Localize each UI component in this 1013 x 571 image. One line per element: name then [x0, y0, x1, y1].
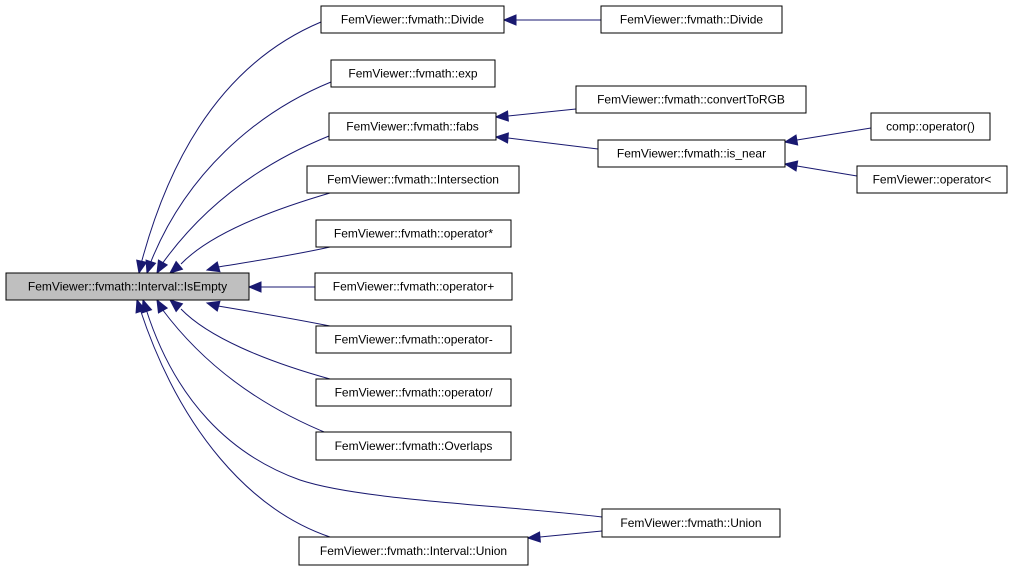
node-label: FemViewer::fvmath::Overlaps [335, 439, 493, 453]
arrowhead [205, 261, 221, 273]
node-label: FemViewer::fvmath::Interval::Union [320, 544, 507, 558]
edge-converttorgb-to-fabs [494, 108, 577, 122]
node-union[interactable]: FemViewer::fvmath::Union [601, 508, 781, 538]
node-isempty[interactable]: FemViewer::fvmath::Interval::IsEmpty [5, 272, 250, 301]
node-exp[interactable]: FemViewer::fvmath::exp [330, 59, 496, 88]
edge-overlaps-to-isempty [156, 298, 330, 435]
arrowhead [156, 298, 169, 314]
node-opdiv[interactable]: FemViewer::fvmath::operator/ [315, 378, 512, 407]
arrowhead [526, 531, 541, 543]
node-isnear[interactable]: FemViewer::fvmath::is_near [597, 139, 786, 168]
arrowhead [494, 110, 509, 122]
arrowhead [205, 300, 221, 312]
arrowhead [141, 298, 153, 314]
edge-opdiv-to-isempty [168, 299, 331, 380]
node-opmul[interactable]: FemViewer::fvmath::operator* [315, 219, 512, 248]
node-label: FemViewer::fvmath::operator+ [333, 280, 495, 294]
edge-opmul-to-isempty [205, 246, 331, 273]
edge-exp-to-isempty [145, 81, 332, 275]
arrowhead [783, 160, 799, 172]
node-label: FemViewer::fvmath::convertToRGB [597, 93, 785, 107]
node-oplt[interactable]: FemViewer::operator< [856, 165, 1008, 194]
edge-fabs-to-isempty [156, 135, 330, 275]
arrowhead [136, 259, 148, 275]
node-overlaps[interactable]: FemViewer::fvmath::Overlaps [315, 431, 512, 461]
edge-oplt-to-isnear [783, 160, 858, 177]
node-label: FemViewer::fvmath::operator- [334, 333, 493, 347]
node-label: FemViewer::fvmath::operator* [334, 227, 494, 241]
arrowhead [783, 134, 799, 146]
node-label: FemViewer::fvmath::Union [620, 516, 761, 530]
arrowhead [135, 298, 147, 314]
edge-opminus-to-isempty [205, 300, 331, 327]
arrowhead [494, 132, 509, 144]
edge-divide2-to-divide1 [502, 14, 601, 26]
node-label: FemViewer::fvmath::Intersection [327, 173, 499, 187]
edge-union-to-intunion [526, 530, 603, 543]
arrowhead [502, 14, 517, 26]
node-divide2[interactable]: FemViewer::fvmath::Divide [600, 5, 783, 34]
edge-opplus-to-isempty [247, 281, 315, 293]
node-label: FemViewer::fvmath::fabs [346, 120, 479, 134]
edge-intersection-to-isempty [168, 192, 331, 274]
node-label: FemViewer::fvmath::Interval::IsEmpty [28, 280, 227, 294]
edge-compop-to-isnear [783, 127, 872, 146]
node-label: FemViewer::fvmath::operator/ [335, 386, 494, 400]
node-intersection[interactable]: FemViewer::fvmath::Intersection [306, 165, 520, 194]
arrowhead [168, 260, 184, 274]
edge-divide1-to-isempty [136, 21, 322, 275]
node-intunion[interactable]: FemViewer::fvmath::Interval::Union [298, 536, 529, 566]
edges [135, 14, 872, 543]
node-opplus[interactable]: FemViewer::fvmath::operator+ [314, 272, 513, 301]
node-label: FemViewer::fvmath::Divide [620, 13, 763, 27]
arrowhead [145, 259, 157, 275]
node-compop[interactable]: comp::operator() [870, 112, 991, 141]
node-opminus[interactable]: FemViewer::fvmath::operator- [315, 325, 512, 354]
node-label: FemViewer::fvmath::Divide [341, 13, 484, 27]
node-label: FemViewer::fvmath::is_near [617, 147, 766, 161]
node-fabs[interactable]: FemViewer::fvmath::fabs [328, 112, 497, 141]
node-converttorgb[interactable]: FemViewer::fvmath::convertToRGB [575, 85, 807, 114]
edge-isnear-to-fabs [494, 132, 599, 150]
arrowhead [168, 299, 184, 313]
edge-intunion-to-isempty [135, 298, 331, 538]
node-divide1[interactable]: FemViewer::fvmath::Divide [320, 5, 505, 34]
node-label: FemViewer::fvmath::exp [348, 67, 477, 81]
node-label: comp::operator() [886, 120, 975, 134]
arrowhead [156, 259, 169, 275]
node-label: FemViewer::operator< [873, 173, 992, 187]
arrowhead [247, 281, 262, 293]
